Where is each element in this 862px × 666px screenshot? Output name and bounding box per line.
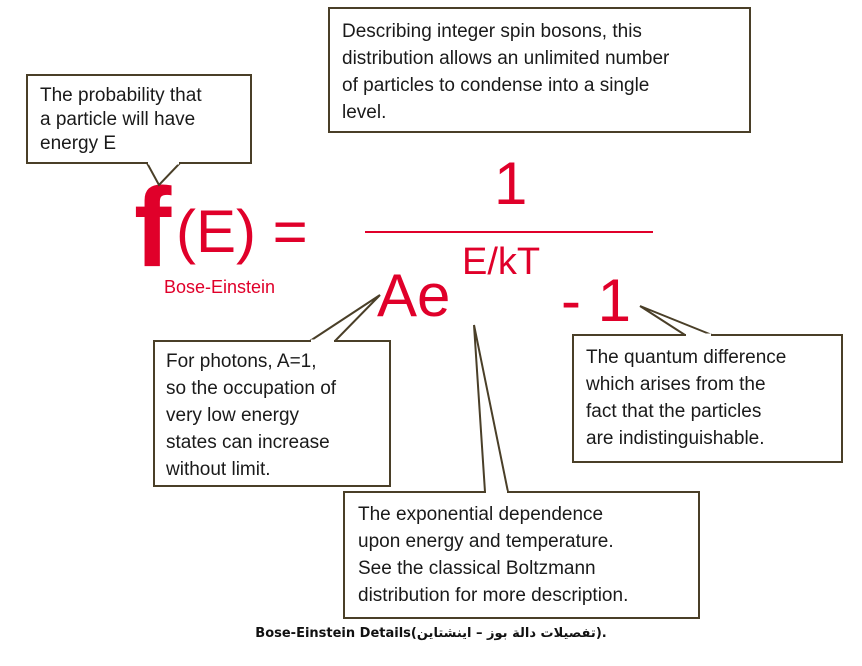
formula-f: f	[134, 165, 172, 290]
formula-subscript: Bose-Einstein	[164, 277, 276, 297]
callout-line: fact that the particles	[586, 401, 762, 422]
callout-line: which arises from the	[586, 374, 766, 395]
callout-line: states can increase	[166, 432, 330, 453]
callout-line: energy E	[40, 133, 117, 154]
callout-line: upon energy and temperature.	[358, 531, 614, 552]
photons-pointer	[306, 294, 381, 342]
formula-minus-one: - 1	[561, 267, 632, 334]
probability-pointer	[145, 162, 183, 187]
formula-numerator: 1	[494, 150, 528, 217]
formula-exponent: E/kT	[462, 241, 541, 283]
exponential-pointer	[473, 324, 510, 493]
callout-line: a particle will have	[40, 109, 196, 130]
callout-exponential: The exponential dependence upon energy a…	[343, 491, 700, 619]
callout-photons: For photons, A=1, so the occupation of v…	[153, 340, 391, 487]
formula-argument: (E) =	[176, 198, 308, 265]
callout-line: distribution allows an unlimited number	[342, 48, 670, 69]
callout-line: of particles to condense into a single	[342, 75, 650, 96]
quantum-pointer	[639, 305, 713, 336]
callout-line: without limit.	[166, 459, 271, 480]
callout-line: distribution for more description.	[358, 585, 629, 606]
formula-denominator-base: Ae	[377, 262, 451, 329]
callout-line: The exponential dependence	[358, 504, 604, 525]
figure-caption: Bose-Einstein Details(تفصيلات دالة بوز –…	[255, 626, 607, 641]
callout-line: very low energy	[166, 405, 300, 426]
callout-line: For photons, A=1,	[166, 351, 317, 372]
fraction-bar	[365, 231, 653, 233]
callout-line: are indistinguishable.	[586, 428, 765, 449]
callout-line: Describing integer spin bosons, this	[342, 21, 642, 42]
callout-line: The probability that	[40, 85, 202, 106]
callout-line: level.	[342, 102, 387, 123]
callout-probability: The probability that a particle will hav…	[26, 74, 252, 164]
callout-line: so the occupation of	[166, 378, 337, 399]
callout-line: The quantum difference	[586, 347, 787, 368]
callout-line: See the classical Boltzmann	[358, 558, 596, 579]
callout-bosons: Describing integer spin bosons, this dis…	[328, 7, 751, 133]
callout-quantum: The quantum difference which arises from…	[572, 334, 843, 463]
